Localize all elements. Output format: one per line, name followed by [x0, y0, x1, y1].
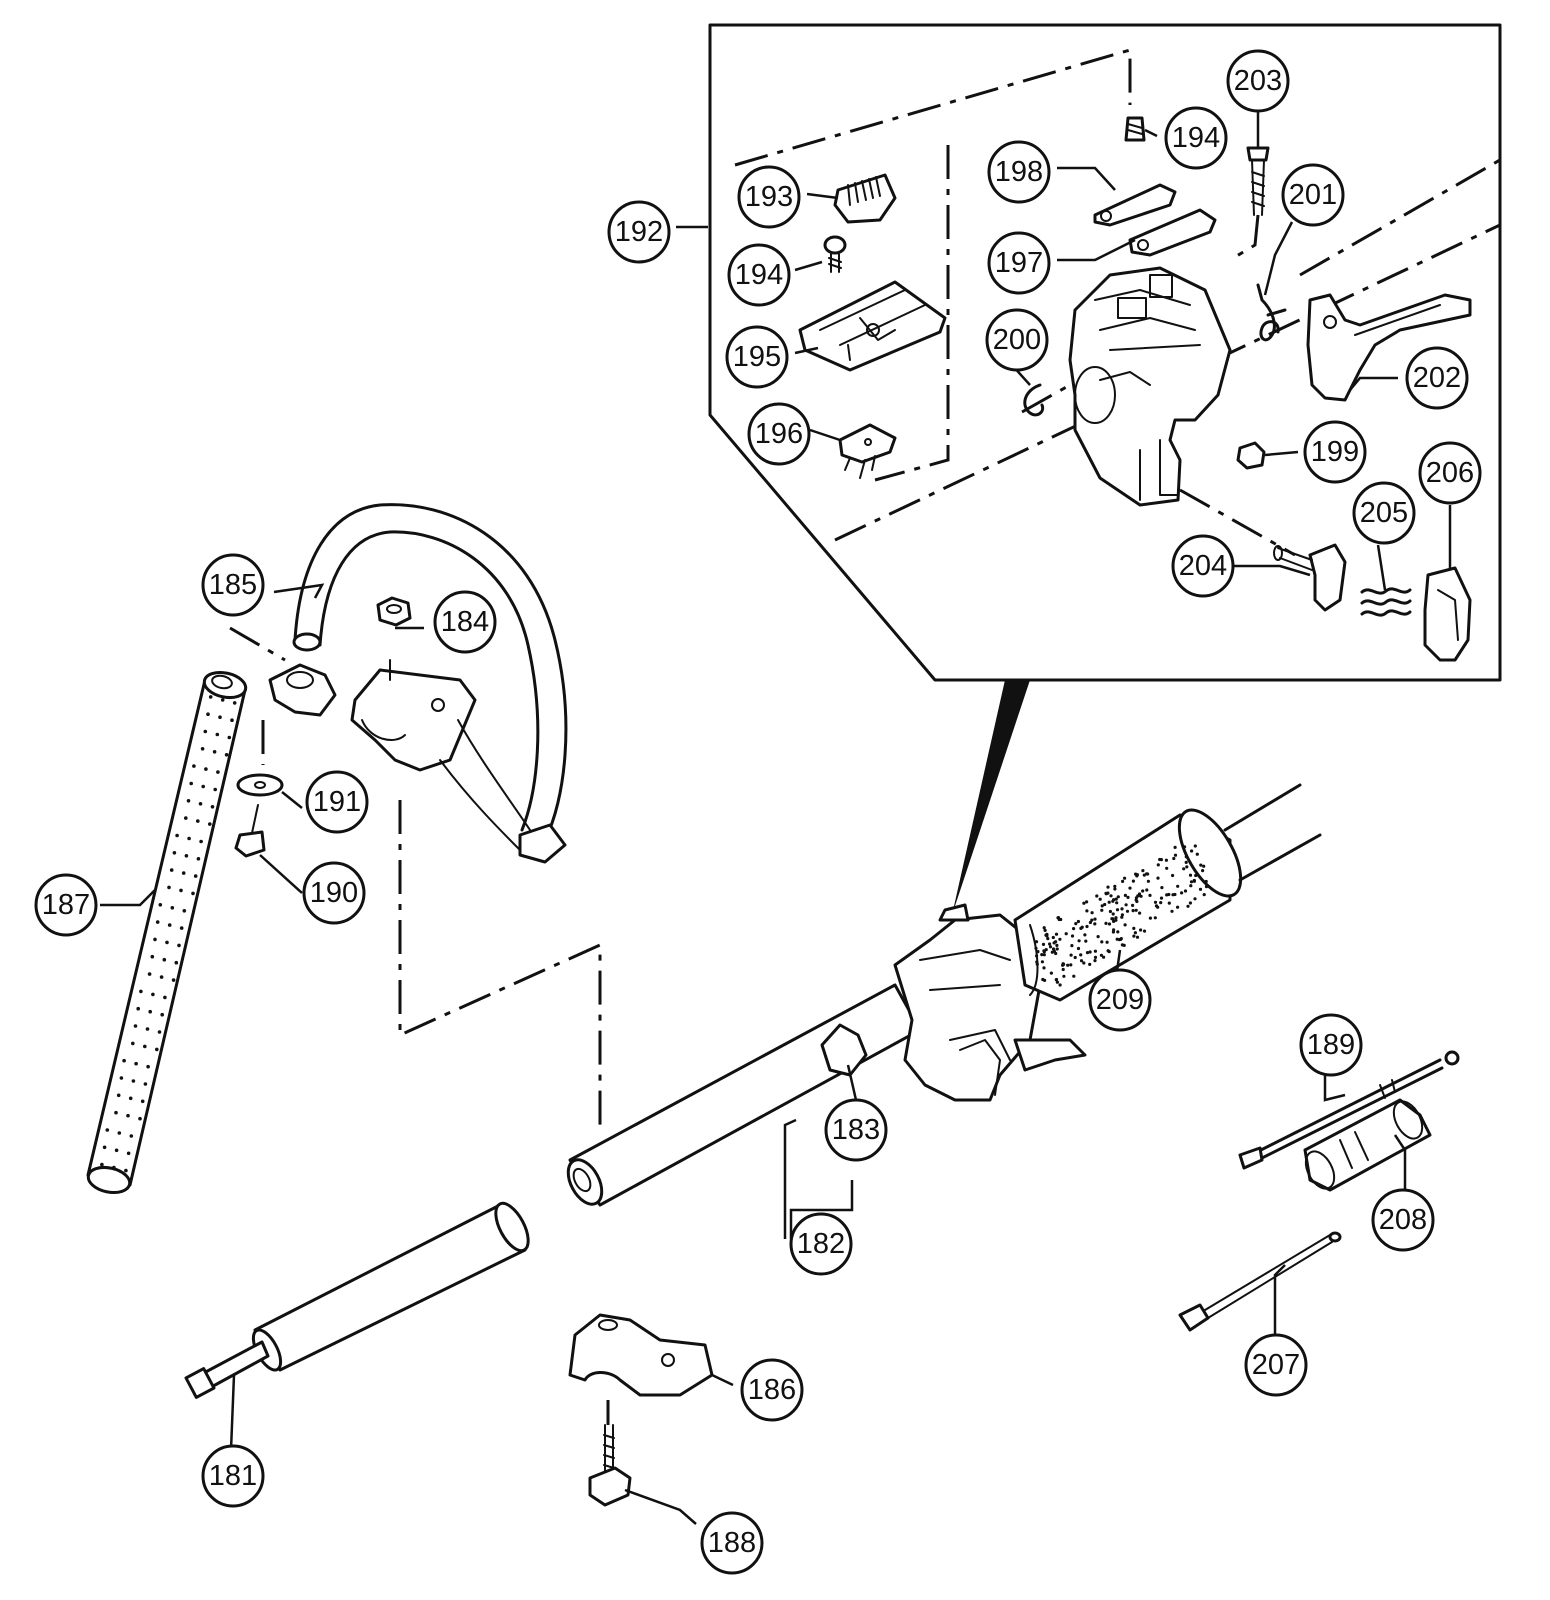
- callout-196: 196: [747, 402, 811, 466]
- part-200-clip: [1023, 383, 1045, 417]
- part-193-trigger-cap: [833, 173, 897, 224]
- part-196-switch: [838, 423, 897, 479]
- callout-202: 202: [1405, 346, 1469, 410]
- grip-texture: [100, 695, 237, 1173]
- callout-label: 199: [1311, 436, 1359, 468]
- part-184-nut: [376, 596, 412, 627]
- callout-188: 188: [700, 1511, 764, 1575]
- part-206-cover: [1423, 566, 1472, 662]
- callout-layer: 181 182 183 184 185 186 187 188 189 190 …: [34, 49, 1482, 1575]
- part-197-bracket: [1128, 208, 1217, 257]
- callout-181: 181: [201, 1444, 265, 1508]
- callout-label: 202: [1413, 362, 1461, 394]
- callout-197: 197: [987, 231, 1051, 295]
- rear-grip-texture: [1034, 844, 1209, 987]
- callout-label: 194: [735, 259, 783, 291]
- callout-192: 192: [607, 200, 671, 264]
- callout-label: 200: [993, 324, 1041, 356]
- part-204-lockout-button: [1273, 543, 1347, 612]
- part-201-spring: [1256, 283, 1287, 342]
- part-207-wire: [1178, 1231, 1342, 1332]
- callout-194-left: 194: [727, 243, 791, 307]
- callout-label: 196: [755, 418, 803, 450]
- part-203-bolt: [1229, 146, 1270, 262]
- callout-185: 185: [201, 553, 265, 617]
- callout-label: 195: [733, 341, 781, 373]
- part-191-washer: [236, 773, 284, 797]
- callout-label: 190: [310, 877, 358, 909]
- part-209-rear-grip: [1013, 783, 1322, 1002]
- callout-201: 201: [1281, 163, 1345, 227]
- part-199-nut: [1236, 441, 1266, 470]
- callout-205: 205: [1352, 481, 1416, 545]
- part-187-front-grip: [86, 670, 248, 1195]
- callout-194-top: 194: [1164, 106, 1228, 170]
- callout-label: 197: [995, 247, 1043, 279]
- part-185-loop-handle: [292, 503, 568, 864]
- part-195-switch-plate: [798, 280, 947, 372]
- callout-198: 198: [987, 140, 1051, 204]
- callout-label: 206: [1426, 457, 1474, 489]
- part-188-bolt: [588, 1400, 632, 1507]
- callout-195: 195: [725, 325, 789, 389]
- callout-207: 207: [1244, 1333, 1308, 1397]
- callout-label: 198: [995, 156, 1043, 188]
- callout-label: 209: [1096, 984, 1144, 1016]
- callout-203: 203: [1226, 49, 1290, 113]
- part-186-clamp: [568, 1313, 714, 1397]
- callout-label: 181: [209, 1460, 257, 1492]
- callout-186: 186: [740, 1358, 804, 1422]
- callout-label: 183: [832, 1114, 880, 1146]
- callout-label: 186: [748, 1374, 796, 1406]
- callout-label: 204: [1179, 550, 1227, 582]
- part-208-boot: [1303, 1098, 1432, 1192]
- callout-label: 191: [313, 786, 361, 818]
- callout-189: 189: [1299, 1013, 1363, 1077]
- part-182-main-shaft: [566, 983, 922, 1207]
- callout-label: 203: [1234, 65, 1282, 97]
- callout-206: 206: [1418, 441, 1482, 505]
- callout-label: 182: [797, 1228, 845, 1260]
- part-handle-bracket: [268, 659, 531, 851]
- callout-182: 182: [789, 1212, 853, 1276]
- callout-199: 199: [1303, 420, 1367, 484]
- callout-label: 205: [1360, 497, 1408, 529]
- callout-label: 189: [1307, 1029, 1355, 1061]
- part-183-clamp: [820, 1023, 868, 1077]
- part-189-cable: [1238, 1050, 1460, 1170]
- callout-label: 185: [209, 569, 257, 601]
- callout-label: 188: [708, 1527, 756, 1559]
- callout-187: 187: [34, 873, 98, 937]
- inset-pointer: [952, 680, 1030, 915]
- callout-label: 193: [745, 181, 793, 213]
- callout-193: 193: [737, 165, 801, 229]
- callout-183: 183: [824, 1098, 888, 1162]
- part-205-spring: [1360, 587, 1412, 617]
- callout-label: 184: [441, 606, 489, 638]
- part-181-drive-shaft: [184, 1201, 530, 1399]
- callout-190: 190: [302, 861, 366, 925]
- part-194-screw: [823, 235, 847, 273]
- part-202-throttle-lever: [1306, 293, 1472, 402]
- part-throttle-housing: [1068, 266, 1232, 507]
- detail-inset: [708, 23, 1502, 915]
- callout-191: 191: [305, 770, 369, 834]
- part-198-bracket: [1093, 183, 1177, 227]
- callout-label: 194: [1172, 122, 1220, 154]
- callout-200: 200: [985, 308, 1049, 372]
- callout-184: 184: [433, 590, 497, 654]
- callout-label: 208: [1379, 1204, 1427, 1236]
- callout-label: 207: [1252, 1349, 1300, 1381]
- callout-label: 187: [42, 889, 90, 921]
- callout-208: 208: [1371, 1188, 1435, 1252]
- part-194-screw-top: [1124, 116, 1146, 142]
- callout-label: 192: [615, 216, 663, 248]
- callout-209: 209: [1088, 968, 1152, 1032]
- callout-204: 204: [1171, 534, 1235, 598]
- callout-label: 201: [1289, 179, 1337, 211]
- part-throttle-handle-assembly: [893, 903, 1087, 1102]
- part-190-bolt: [234, 804, 266, 858]
